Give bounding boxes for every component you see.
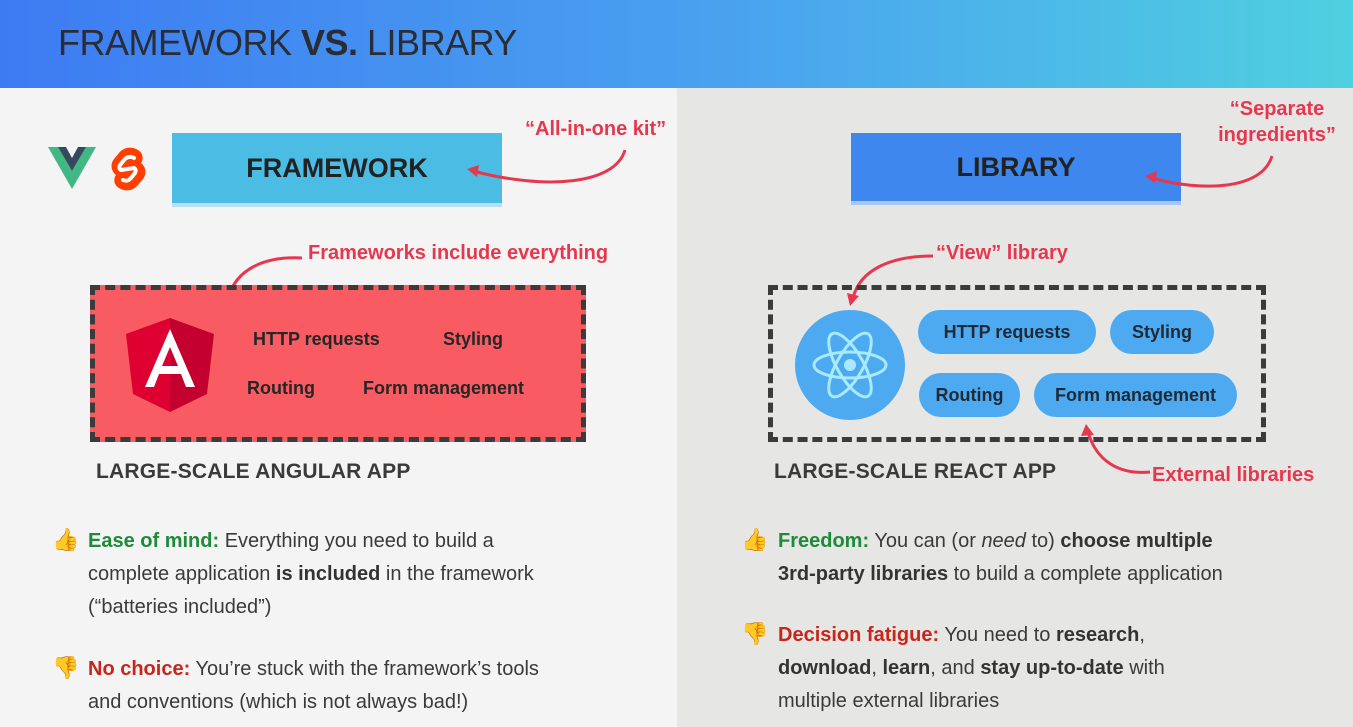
- feature-form-management: Form management: [363, 378, 525, 398]
- pill-form-management: Form management: [1034, 373, 1237, 417]
- freedom-label: Freedom:: [778, 530, 870, 552]
- external-libraries-note: External libraries: [1152, 464, 1315, 486]
- svelte-logo-icon: [111, 147, 146, 191]
- slide-header: FRAMEWORK VS. LIBRARY: [0, 0, 1353, 88]
- angular-app-label: LARGE-SCALE ANGULAR APP: [96, 460, 411, 483]
- framework-pro: Ease of mind: Everything you need to bui…: [88, 525, 668, 624]
- feature-routing: Routing: [247, 378, 315, 398]
- framework-box: FRAMEWORK: [172, 133, 502, 203]
- ingredients-line-1: “Separate: [1229, 98, 1325, 120]
- fatigue-text-2c: learn: [882, 657, 931, 679]
- fatigue-text-2d: , and: [930, 657, 981, 679]
- decision-fatigue-label: Decision fatigue:: [778, 624, 940, 646]
- title-part-framework: FRAMEWORK: [58, 22, 301, 63]
- framework-con: No choice: You’re stuck with the framewo…: [88, 653, 668, 719]
- thumbs-down-icon: 👎: [52, 655, 80, 680]
- fatigue-text-3: multiple external libraries: [778, 690, 1000, 712]
- external-arrow-icon: [1081, 424, 1151, 474]
- pill-styling: Styling: [1110, 310, 1214, 354]
- pro-text-1: Everything you need to build a: [219, 530, 494, 552]
- freedom-text-1a: You can (or: [869, 530, 982, 552]
- con-text-2: and conventions (which is not always bad…: [88, 691, 469, 713]
- pro-text-2a: complete application: [88, 563, 276, 585]
- con-label: No choice:: [88, 658, 191, 680]
- pro-text-2b: is included: [275, 563, 381, 585]
- react-app-label: LARGE-SCALE REACT APP: [774, 460, 1057, 483]
- angular-app-box: [90, 285, 586, 442]
- thumbs-up-icon: 👍: [741, 527, 769, 552]
- freedom-text-2a: 3rd-party libraries: [778, 563, 949, 585]
- ingredients-line-2: ingredients”: [1218, 124, 1336, 146]
- view-library-note: “View” library: [936, 242, 1068, 264]
- library-box: LIBRARY: [851, 133, 1181, 201]
- title-part-library: LIBRARY: [357, 22, 517, 63]
- fatigue-text-1b: research: [1055, 624, 1140, 646]
- freedom-text-1d: choose multiple: [1060, 530, 1213, 552]
- ingredients-arrow-icon: [1145, 155, 1274, 188]
- con-text-1: You’re stuck with the framework’s tools: [190, 658, 539, 680]
- library-con: Decision fatigue: You need to research , …: [778, 619, 1348, 718]
- fatigue-text-2e: stay up-to-date: [980, 657, 1124, 679]
- react-app-box: [768, 285, 1266, 442]
- thumbs-down-icon: 👎: [741, 621, 769, 646]
- separate-ingredients-note: “Separate ingredients”: [1212, 96, 1342, 148]
- pill-http-requests: HTTP requests: [918, 310, 1096, 354]
- title-part-vs: VS.: [301, 22, 358, 63]
- thumbs-up-icon: 👍: [52, 527, 80, 552]
- freedom-text-1b: need: [981, 530, 1026, 552]
- pill-routing: Routing: [919, 373, 1020, 417]
- frameworks-include-note: Frameworks include everything: [308, 242, 609, 264]
- freedom-text-2b: to build a complete application: [948, 563, 1223, 585]
- feature-http-requests: HTTP requests: [253, 329, 380, 349]
- angular-logo-icon: [126, 318, 214, 412]
- kit-arrow-icon: [467, 149, 627, 184]
- fatigue-text-2a: download: [778, 657, 872, 679]
- fatigue-text-1a: You need to: [939, 624, 1056, 646]
- pro-text-2c: in the framework: [380, 563, 534, 585]
- pro-label: Ease of mind:: [88, 530, 220, 552]
- all-in-one-kit-note: “All-in-one kit”: [525, 118, 667, 140]
- feature-styling: Styling: [443, 329, 504, 349]
- react-logo-icon: [812, 331, 888, 399]
- freedom-text-1c: to): [1025, 530, 1061, 552]
- fatigue-text-1c: ,: [1139, 624, 1145, 646]
- library-pro: Freedom: You can (or need to) choose mul…: [778, 525, 1348, 591]
- slide-title: FRAMEWORK VS. LIBRARY: [58, 22, 517, 64]
- vue-logo-icon: [48, 147, 96, 189]
- pro-text-3: (“batteries included”): [88, 596, 272, 618]
- fatigue-text-2b: ,: [871, 657, 883, 679]
- fatigue-text-2f: with: [1123, 657, 1165, 679]
